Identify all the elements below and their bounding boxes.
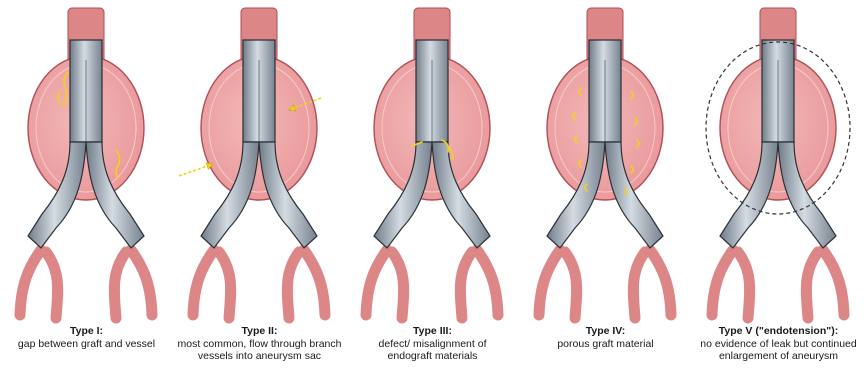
caption-title: Type IV: <box>519 325 692 338</box>
right-internal-iliac <box>633 252 645 318</box>
right-internal-iliac <box>287 252 299 318</box>
panel-type-4: Type IV: porous graft material <box>519 0 692 379</box>
right-external-iliac <box>477 250 498 315</box>
caption-type-2: Type II: most common, flow through branc… <box>173 325 346 363</box>
caption-title: Type II: <box>173 325 346 338</box>
caption-type-5: Type V ("endotension"): no evidence of l… <box>692 325 865 363</box>
type-1-illustration <box>0 0 173 325</box>
caption-description: most common, flow through branch vessels… <box>173 338 346 363</box>
left-external-iliac <box>193 250 214 315</box>
caption-type-1: Type I: gap between graft and vessel <box>0 325 173 350</box>
left-external-iliac <box>712 250 733 315</box>
caption-description: porous graft material <box>519 338 692 351</box>
type-3-illustration <box>346 0 519 325</box>
right-external-iliac <box>823 250 844 315</box>
left-internal-iliac <box>392 252 404 318</box>
panel-type-2: Type II: most common, flow through branc… <box>173 0 346 379</box>
panel-type-1: Type I: gap between graft and vessel <box>0 0 173 379</box>
right-external-iliac <box>304 250 325 315</box>
right-external-iliac <box>131 250 152 315</box>
right-external-iliac <box>650 250 671 315</box>
right-internal-iliac <box>114 252 126 318</box>
caption-title: Type I: <box>0 325 173 338</box>
right-internal-iliac <box>460 252 472 318</box>
left-external-iliac <box>20 250 41 315</box>
type-2-branch-inflow-arrow <box>179 163 213 176</box>
caption-description: defect/ misalignment of endograft materi… <box>346 338 519 363</box>
left-internal-iliac <box>565 252 577 318</box>
type-2-illustration <box>173 0 346 325</box>
panel-type-5: Type V ("endotension"): no evidence of l… <box>692 0 865 379</box>
caption-description: gap between graft and vessel <box>0 338 173 351</box>
panel-type-3: Type III: defect/ misalignment of endogr… <box>346 0 519 379</box>
right-internal-iliac <box>806 252 818 318</box>
left-external-iliac <box>539 250 560 315</box>
type-4-illustration <box>519 0 692 325</box>
caption-description: no evidence of leak but continued enlarg… <box>692 338 865 363</box>
left-external-iliac <box>366 250 387 315</box>
left-internal-iliac <box>46 252 58 318</box>
type-5-illustration <box>692 0 865 325</box>
caption-type-4: Type IV: porous graft material <box>519 325 692 350</box>
caption-title: Type V ("endotension"): <box>692 325 865 338</box>
left-internal-iliac <box>219 252 231 318</box>
caption-title: Type III: <box>346 325 519 338</box>
caption-type-3: Type III: defect/ misalignment of endogr… <box>346 325 519 363</box>
left-internal-iliac <box>738 252 750 318</box>
